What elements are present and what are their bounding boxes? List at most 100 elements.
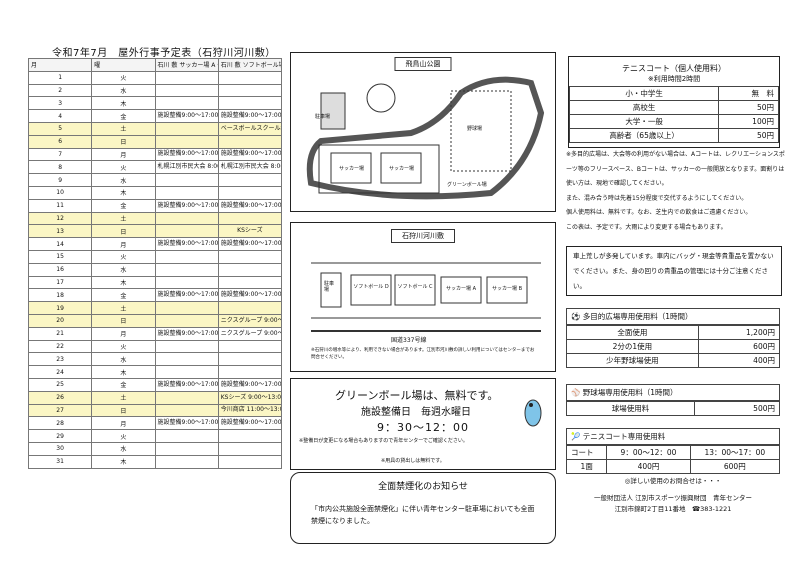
schedule-cell-d: 10 bbox=[27, 185, 93, 200]
col-softball: 石川 敷 ソフトボール場 C・D bbox=[217, 58, 283, 72]
contact-addr: 江別市錦町2丁目11番地 ☎383-1221 bbox=[614, 505, 732, 513]
fee-value: 50円 bbox=[718, 128, 779, 143]
table-row: 小・中学生無 料 bbox=[568, 86, 779, 101]
schedule-cell-d: 14 bbox=[27, 237, 93, 251]
schedule-cell-w: 木 bbox=[91, 454, 156, 469]
schedule-cell-w: 水 bbox=[91, 262, 156, 277]
schedule-cell-w: 火 bbox=[91, 429, 156, 443]
valuables-text: 車上荒しが多発しています。車内にバッグ・現金等貴重品を置かないでください。また、… bbox=[573, 252, 774, 290]
schedule-cell-w: 木 bbox=[91, 96, 156, 111]
schedule-cell-w: 日 bbox=[91, 403, 156, 418]
fee-value: 50円 bbox=[718, 100, 779, 115]
riverbed-caption: ※石狩川の増水等により、利用できない場合があります。江別市河川敷の詳しい利用につ… bbox=[311, 348, 535, 360]
table-row: 高齢者（65歳以上）50円 bbox=[568, 128, 779, 143]
page-title: 令和7年7月 屋外行事予定表（石狩川河川敷） bbox=[52, 48, 276, 59]
tennis2-cell-0: 1面 bbox=[565, 459, 608, 474]
schedule-cell-d: 24 bbox=[27, 365, 93, 379]
baseball-title: 野球場専用使用料（1時間） bbox=[582, 388, 678, 397]
fee-label: 少年野球場使用 bbox=[566, 353, 699, 368]
schedule-cell-a bbox=[154, 365, 219, 379]
tennis2-head-1: 9：00～12：00 bbox=[606, 445, 691, 460]
schedule-cell-a bbox=[154, 173, 219, 187]
tennis-subtitle: ※利用時間2時間 bbox=[647, 75, 701, 83]
schedule-cell-w: 土 bbox=[91, 121, 156, 136]
schedule-cell-a: 施設整備9:00～17:00 bbox=[154, 377, 219, 392]
schedule-cell-w: 火 bbox=[91, 160, 156, 175]
col-week: 曜 bbox=[91, 58, 156, 72]
fee-label: 大学・一般 bbox=[568, 114, 720, 129]
label-soccer-b: サッカー場 B bbox=[491, 286, 523, 292]
schedule-cell-b: 札幌江別市民大会 8:00～18:00CD bbox=[217, 160, 283, 175]
fee-label: 球場使用料 bbox=[565, 401, 696, 416]
schedule-cell-d: 9 bbox=[27, 173, 93, 187]
schedule-cell-a bbox=[154, 224, 219, 239]
col-day: 月 bbox=[27, 58, 93, 72]
schedule-cell-b bbox=[217, 275, 283, 290]
schedule-cell-a: 札幌江別市民大会 8:00～18:00AB bbox=[154, 160, 219, 175]
schedule-cell-b: KSシーズ 9:00～13:00 ニクスグループ 13:00～17:00 bbox=[217, 390, 283, 405]
schedule-cell-d: 23 bbox=[27, 352, 93, 367]
schedule-cell-a bbox=[154, 249, 219, 264]
schedule-cell-d: 2 bbox=[27, 83, 93, 98]
schedule-cell-d: 28 bbox=[27, 416, 93, 431]
schedule-cell-a bbox=[154, 313, 219, 328]
tennis2-head-0: コート bbox=[565, 445, 608, 460]
note-line: この表は、予定です。大雨により変更する場合もあります。 bbox=[566, 223, 727, 231]
schedule-cell-b bbox=[217, 441, 283, 456]
label-soccer-1: サッカー場 bbox=[339, 166, 365, 172]
label-soccer-2: サッカー場 bbox=[389, 166, 415, 172]
schedule-cell-a bbox=[154, 441, 219, 456]
usage-notes: ※多目的広場は、大会等の利用がない場合は、Aコートは、レクリエーションスポーツ等… bbox=[566, 148, 786, 235]
schedule-cell-b bbox=[217, 339, 283, 354]
schedule-cell-a bbox=[154, 301, 219, 315]
schedule-cell-a bbox=[154, 121, 219, 136]
valuables-box: 車上荒しが多発しています。車内にバッグ・現金等貴重品を置かないでください。また、… bbox=[566, 246, 782, 296]
table-row: 5土ベースボールスクール札幌 7:00～8:00D / スローピッチソフトボール… bbox=[27, 121, 283, 136]
schedule-cell-b: 施設整備9:00～17:00 bbox=[217, 377, 283, 392]
green-note2: ※用具の貸出しは無料です。 bbox=[381, 458, 445, 464]
fee-value: 500円 bbox=[694, 401, 780, 416]
schedule-header: 月 曜 石川 敷 サッカー場 A・B 石川 敷 ソフトボール場 C・D bbox=[27, 58, 283, 72]
schedule-table: 月 曜 石川 敷 サッカー場 A・B 石川 敷 ソフトボール場 C・D 1火2 水… bbox=[27, 58, 283, 469]
contact-lead: ◎詳しい使用のお問合せは・・・ bbox=[624, 477, 722, 485]
schedule-cell-a bbox=[154, 403, 219, 418]
schedule-cell-b: ニクスグループ 9:00～13:00 bbox=[217, 326, 283, 341]
schedule-cell-d: 27 bbox=[27, 403, 93, 418]
schedule-cell-d: 11 bbox=[27, 198, 93, 213]
schedule-cell-b: 施設整備9:00～17:00 bbox=[217, 288, 283, 303]
schedule-cell-w: 金 bbox=[91, 288, 156, 303]
schedule-cell-d: 16 bbox=[27, 262, 93, 277]
schedule-cell-d: 3 bbox=[27, 96, 93, 111]
schedule-cell-a bbox=[154, 96, 219, 111]
label-road: 国道337号線 bbox=[391, 337, 427, 344]
schedule-cell-b bbox=[217, 185, 283, 200]
green-note1: ※整備日が変更になる場合もありますので青年センターでご確認ください。 bbox=[299, 438, 468, 444]
schedule-cell-w: 金 bbox=[91, 377, 156, 392]
schedule-cell-a bbox=[154, 70, 219, 85]
tennis2-title: テニスコート専用使用料 bbox=[582, 432, 666, 441]
schedule-cell-w: 月 bbox=[91, 416, 156, 431]
schedule-cell-d: 17 bbox=[27, 275, 93, 290]
fee-label: 小・中学生 bbox=[568, 86, 720, 101]
note-line: ※多目的広場は、大会等の利用がない場合は、Aコートは、レクリエーションスポーツ等… bbox=[566, 151, 785, 187]
schedule-cell-a: 施設整備9:00～17:00 bbox=[154, 288, 219, 303]
schedule-cell-b bbox=[217, 365, 283, 379]
baseball-glove-icon: ⚾ bbox=[571, 388, 581, 397]
notice-body: 「市内公共施設全面禁煙化」に伴い青年センター駐車場においても全面禁煙になりました… bbox=[311, 505, 535, 525]
schedule-cell-b bbox=[217, 301, 283, 315]
schedule-cell-d: 19 bbox=[27, 301, 93, 315]
note-line: また、混み合う時は先着15分程度で交代するようにしてください。 bbox=[566, 194, 748, 202]
